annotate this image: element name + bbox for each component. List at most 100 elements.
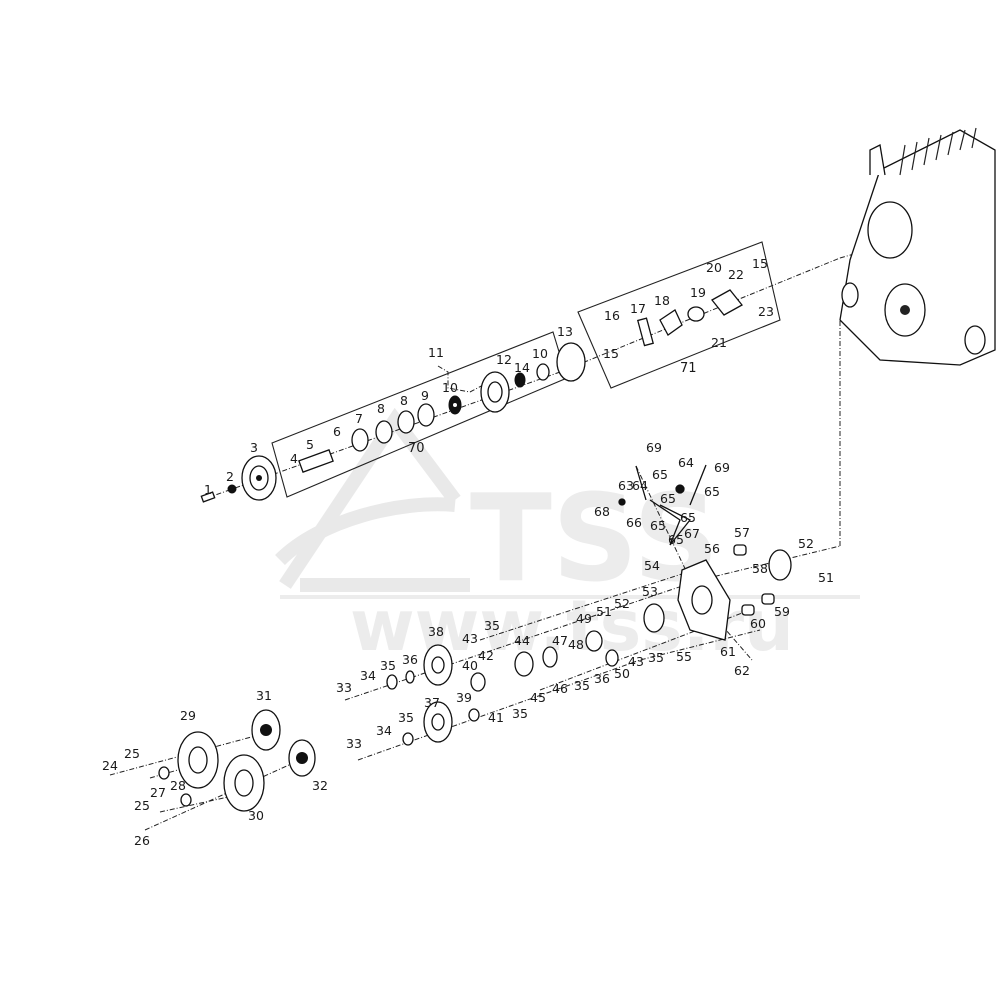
part-label-5: 5	[306, 437, 314, 452]
part-label-60: 60	[750, 616, 766, 631]
group-number-labels: 70 71	[408, 361, 697, 456]
part-label-10: 10	[532, 346, 548, 361]
part-label-31: 31	[256, 688, 272, 703]
part-label-19: 19	[690, 285, 706, 300]
group-box-71	[577, 241, 781, 389]
part-label-35: 35	[512, 706, 528, 721]
engine-block	[839, 127, 996, 366]
part-bearing-35a	[386, 674, 398, 690]
part-label-35: 35	[574, 678, 590, 693]
svg-text:TSS: TSS	[470, 470, 719, 609]
part-gasket-8b	[397, 410, 415, 434]
part-label-25: 25	[124, 746, 140, 761]
part-gear-47	[542, 646, 558, 668]
part-bearing-14	[514, 372, 526, 388]
part-label-66: 66	[626, 515, 642, 530]
part-label-52: 52	[798, 536, 814, 551]
part-gear-37	[423, 701, 453, 743]
part-label-69: 69	[646, 440, 662, 455]
part-label-29: 29	[180, 708, 196, 723]
part-ring-36	[405, 670, 415, 684]
part-label-6: 6	[333, 424, 341, 439]
part-label-65: 65	[652, 467, 668, 482]
part-label-56: 56	[704, 541, 720, 556]
part-gear-31	[251, 709, 281, 751]
part-label-36: 36	[594, 671, 610, 686]
group-label-71: 71	[680, 361, 697, 376]
part-gear-44	[514, 651, 534, 677]
part-label-26: 26	[134, 833, 150, 848]
part-label-55: 55	[676, 649, 692, 664]
part-ring-49	[585, 630, 603, 652]
part-label-28: 28	[170, 778, 186, 793]
part-gear-29	[177, 731, 219, 789]
part-label-32: 32	[312, 778, 328, 793]
part-bolt-1	[200, 491, 216, 503]
part-label-65: 65	[668, 532, 684, 547]
part-label-69: 69	[714, 460, 730, 475]
part-gear-38	[423, 644, 453, 686]
part-label-63: 63	[618, 478, 634, 493]
part-label-9: 9	[421, 388, 429, 403]
part-label-15: 15	[603, 346, 619, 361]
part-label-21: 21	[711, 335, 727, 350]
part-label-46: 46	[552, 681, 568, 696]
part-label-34: 34	[376, 723, 392, 738]
part-label-64: 64	[632, 478, 648, 493]
part-gear-40	[470, 672, 486, 692]
part-label-40: 40	[462, 658, 478, 673]
part-label-1: 1	[204, 482, 212, 497]
part-gasket-8a	[375, 420, 393, 444]
part-label-51: 51	[818, 570, 834, 585]
part-label-7: 7	[355, 411, 363, 426]
part-washer-28b	[158, 766, 170, 780]
part-label-59: 59	[774, 604, 790, 619]
part-gear-50	[605, 649, 619, 667]
part-label-20: 20	[706, 260, 722, 275]
part-label-13: 13	[557, 324, 573, 339]
part-gasket-9	[417, 403, 435, 427]
part-shaft-5	[298, 449, 334, 473]
part-label-16: 16	[604, 308, 620, 323]
part-label-37: 37	[424, 695, 440, 710]
part-housing-12	[480, 371, 510, 413]
part-label-65: 65	[680, 510, 696, 525]
part-label-67: 67	[684, 526, 700, 541]
part-label-24: 24	[102, 758, 118, 773]
part-label-2: 2	[226, 469, 234, 484]
part-gear-3	[241, 455, 277, 501]
part-label-35: 35	[648, 650, 664, 665]
part-label-54: 54	[644, 558, 660, 573]
part-label-18: 18	[654, 293, 670, 308]
part-label-30: 30	[248, 808, 264, 823]
part-label-17: 17	[630, 301, 646, 316]
part-label-48: 48	[568, 637, 584, 652]
part-label-35: 35	[398, 710, 414, 725]
part-bearing-35b	[402, 732, 414, 746]
part-linkage	[618, 464, 707, 546]
group-label-70: 70	[408, 441, 425, 456]
part-label-22: 22	[728, 267, 744, 282]
part-ring-39	[468, 708, 480, 722]
part-label-11: 11	[428, 345, 444, 360]
part-label-47: 47	[552, 633, 568, 648]
part-label-53: 53	[642, 584, 658, 599]
part-label-62: 62	[734, 663, 750, 678]
part-label-14: 14	[514, 360, 530, 375]
part-label-12: 12	[496, 352, 512, 367]
part-label-61: 61	[720, 644, 736, 659]
part-bearing-10b	[536, 363, 550, 381]
part-label-27: 27	[150, 785, 166, 800]
part-label-8: 8	[377, 401, 385, 416]
part-label-58: 58	[752, 561, 768, 576]
part-bracket-17	[636, 317, 654, 347]
part-label-33: 33	[336, 680, 352, 695]
part-label-4: 4	[290, 451, 298, 466]
part-label-65: 65	[660, 491, 676, 506]
part-label-57: 57	[734, 525, 750, 540]
part-label-65: 65	[704, 484, 720, 499]
part-seal-58	[768, 549, 792, 581]
part-plate-22	[711, 289, 743, 316]
